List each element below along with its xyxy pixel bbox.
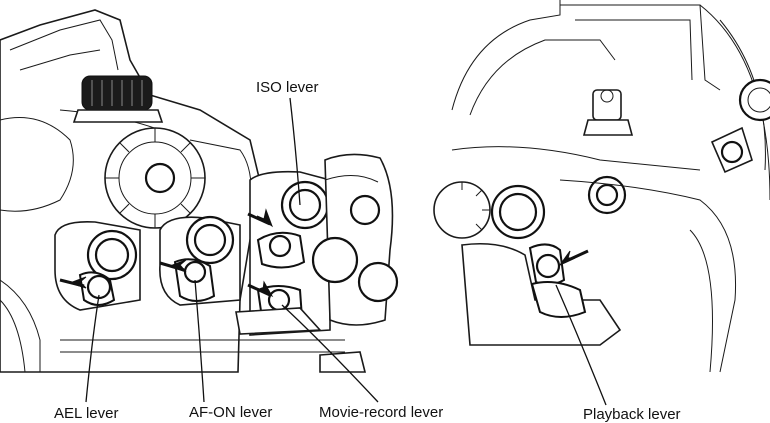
afon-lever-label: AF-ON lever — [189, 404, 272, 421]
ael-lever-label: AEL lever — [54, 405, 118, 422]
playback-lever-label: Playback lever — [583, 406, 681, 423]
pointer-arrow-icon — [159, 259, 187, 273]
pointer-arrow-icon — [247, 208, 274, 228]
leader-lines — [85, 97, 607, 406]
right-panel — [433, 0, 770, 373]
movie-record-lever-label: Movie-record lever — [319, 404, 443, 421]
pointer-arrow-icon — [59, 276, 87, 289]
pointer-arrow-icon — [247, 280, 274, 298]
iso-lever-label: ISO lever — [256, 79, 319, 96]
playback-leader — [555, 284, 607, 406]
iso-leader — [289, 97, 301, 206]
left-panel — [0, 9, 399, 373]
ael-leader — [85, 294, 100, 403]
pointer-arrow-icon — [558, 249, 589, 267]
movie-leader — [281, 304, 379, 403]
afon-leader — [194, 279, 205, 403]
